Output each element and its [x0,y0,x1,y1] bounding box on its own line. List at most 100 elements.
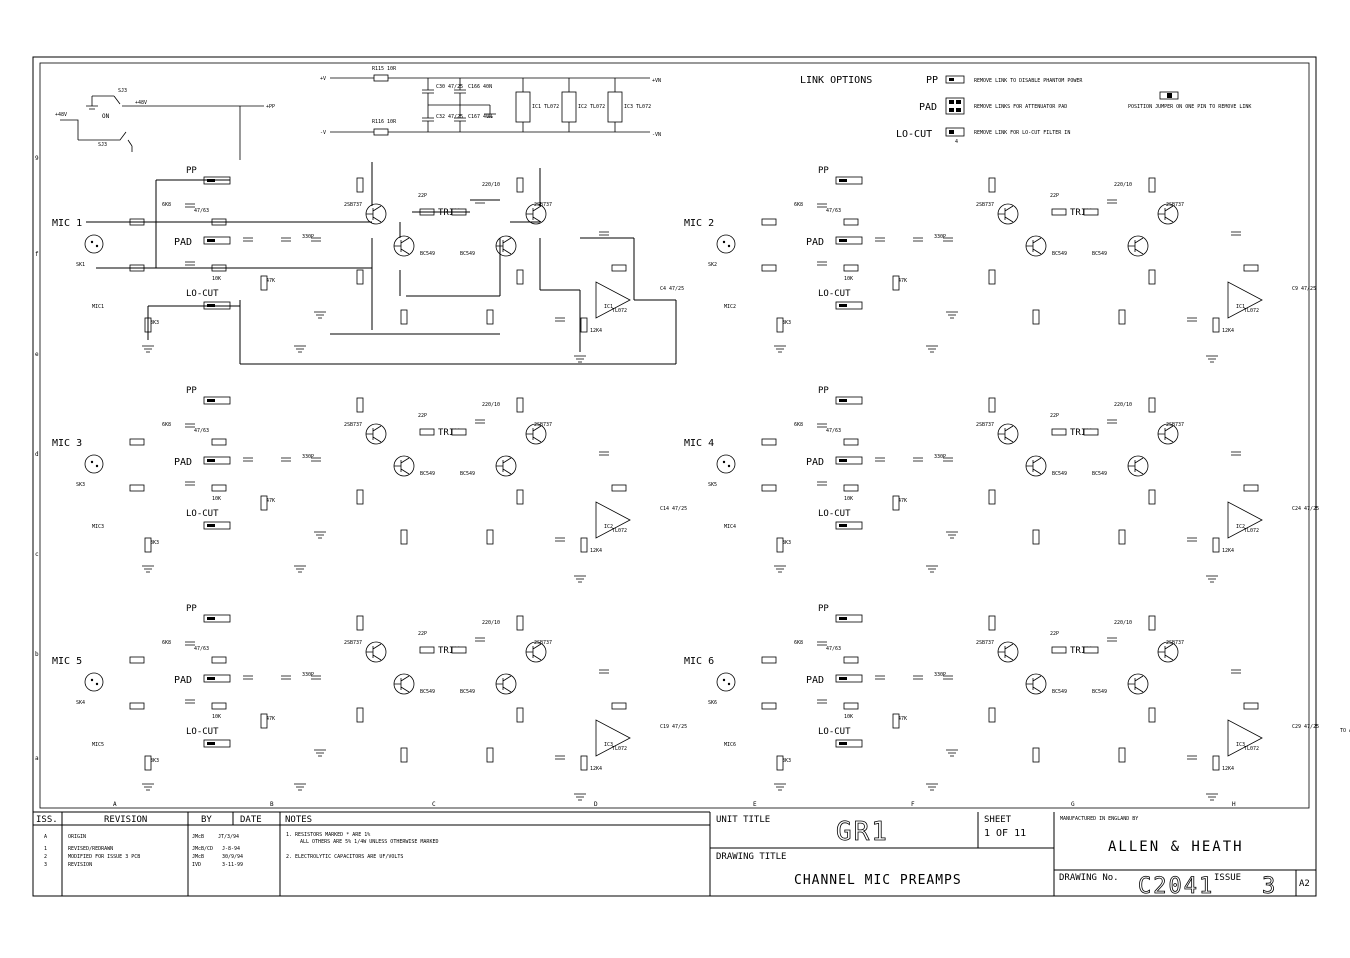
issue-number: 3 [1262,874,1277,899]
resistor [611,264,627,272]
locut-link-jumper [835,739,863,748]
pad-link-jumper [835,674,863,683]
npn-label-2: BC549 [1092,689,1107,695]
trim-label: TRIM [1070,646,1092,656]
jumper-fill [207,399,215,402]
sheet-size: A2 [1299,879,1310,889]
resistor [1083,208,1099,216]
trim-label: TRIM [438,208,460,218]
xlr-pin [95,244,99,248]
pnp-label-2: 2SB737 [1166,422,1184,428]
transistor-leads [394,457,410,475]
power-minus-v: -V [320,130,326,136]
transistor-leads [1026,237,1042,255]
pp-link-jumper [203,176,231,185]
resistor [1032,747,1040,763]
transistor-leads [1128,457,1144,475]
resistor [1148,397,1156,413]
cap-330p-label: 330P [934,454,946,460]
resistor [843,264,859,272]
rev-date-1: J-8-94 [222,846,240,852]
xlr-connector [716,454,736,474]
r-47k-label: 47K [898,278,907,284]
pnp-label-1: 2SB737 [344,422,362,428]
link-pp-desc: REMOVE LINK TO DISABLE PHANTOM POWER [974,78,1083,84]
pnp-label-1: 2SB737 [976,202,994,208]
r-12k-label: 12K4 [1222,328,1234,334]
r-12k-label: 12K4 [1222,766,1234,772]
opamp-label: IC1 [1236,304,1245,310]
power-r-top: R115 10R [372,66,397,72]
capacitor [1231,669,1241,674]
locut-link-jumper [203,301,231,310]
cap-330p-label: 330P [934,234,946,240]
capacitor [185,699,195,704]
r-3k3-label: 3K3 [150,758,159,764]
ground-symbol [142,345,154,353]
xlr-connector [84,454,104,474]
r-6k8-label: 6K8 [794,640,803,646]
xlr-pin [90,678,94,682]
xlr-connector [84,234,104,254]
power-supply: +V -V +VN -VN R115 10R R116 10R C30 47/2… [320,66,661,138]
pad-link-jumper [203,674,231,683]
lo-cut-link-label: LO-CUT [186,289,219,299]
pad-link-jumper [203,236,231,245]
transistor-leads [526,425,542,443]
power-cap-3: C167 40N [468,114,492,120]
capacitor [817,699,827,704]
rev-by-1: JMcB/CD [192,846,213,852]
jumper-fill [207,179,215,182]
resistor [1243,484,1259,492]
jumper-fill [207,459,215,462]
jumper-fill [839,742,847,745]
resistor [260,713,268,729]
transistor-leads [998,643,1014,661]
capacitor [943,457,953,462]
cap-330p-label: 330P [302,672,314,678]
npn-label-2: BC549 [1092,471,1107,477]
resistor [843,656,859,664]
pnp-label-1: 2SB737 [344,640,362,646]
jumper-fill [207,524,215,527]
ground-symbol [946,749,958,757]
grid-col-c: C [432,801,436,808]
opamp-label: IC2 [604,524,613,530]
output-cap-label: C24 47/25 [1292,506,1319,512]
resistor [1118,747,1126,763]
resistor [611,702,627,710]
cap-330p-label: 330P [302,454,314,460]
pnp-label-2: 2SB737 [534,640,552,646]
capacitor [243,675,253,680]
ground-symbol [314,749,326,757]
company-name: ALLEN & HEATH [1108,839,1244,855]
grid-col-d: D [594,801,598,808]
phantom-sw1-label: SJ3 [118,88,127,94]
drawing-number: C2041 [1138,874,1214,899]
phantom-on-label: ON [102,113,110,120]
cap-22p-label: 22P [418,193,427,199]
rev-header-date: DATE [240,815,262,825]
jumper-fill [839,304,847,307]
output-cap-label: C29 47/25 [1292,724,1319,730]
transistor-leads [1026,457,1042,475]
pp-link-jumper [835,396,863,405]
resistor [1051,428,1067,436]
jumper-fill [839,459,847,462]
resistor [1148,707,1156,723]
link-pad-desc: REMOVE LINKS FOR ATTENUATOR PAD [974,104,1067,110]
resistor [761,218,777,226]
resistor [144,537,152,553]
resistor [1083,428,1099,436]
rev-date-2: 30/9/94 [222,854,243,860]
ground-symbol [774,565,786,573]
outer-border [32,56,1317,897]
link-jumper-note: POSITION JUMPER ON ONE PIN TO REMOVE LIN… [1128,104,1251,110]
xlr-pin [722,240,726,244]
rev-text-0: ORIGIN [68,834,86,840]
capacitor [185,261,195,266]
rev-row: 3 REVISION IVD 3-11-99 [44,862,243,868]
resistor [580,537,588,553]
